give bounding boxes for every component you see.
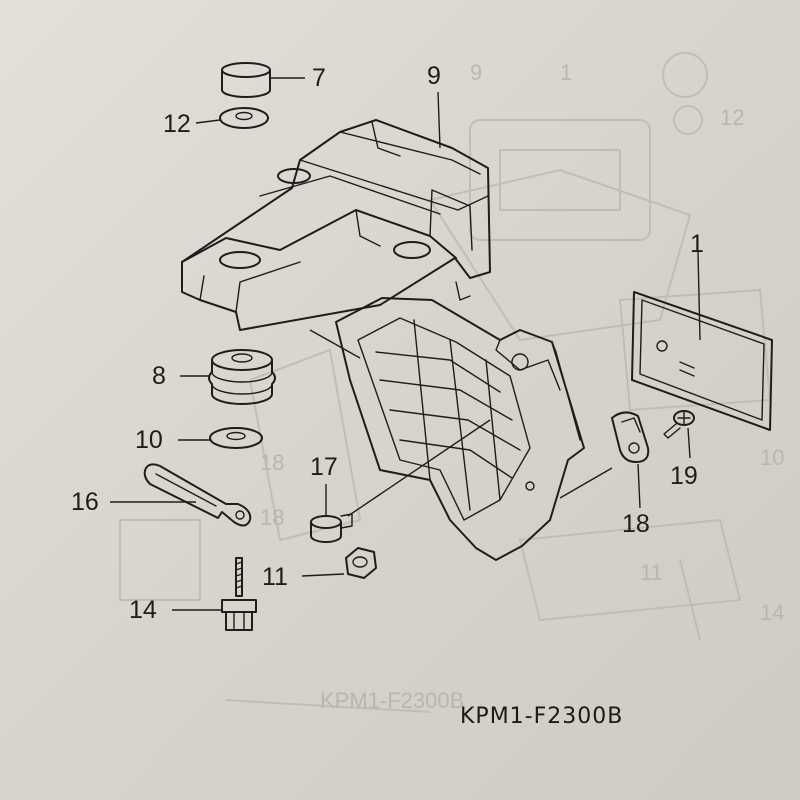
- callout-part-18: 18: [622, 510, 650, 538]
- part-17-collar-bolt: [310, 484, 353, 543]
- svg-text:14: 14: [760, 600, 784, 625]
- part-16-strap: [110, 463, 252, 527]
- callout-part-8: 8: [152, 362, 166, 390]
- svg-text:10: 10: [760, 445, 784, 470]
- svg-text:1: 1: [560, 60, 572, 85]
- svg-text:12: 12: [720, 105, 744, 130]
- callout-part-12: 12: [163, 110, 191, 138]
- callout-part-17: 17: [310, 453, 338, 481]
- svg-text:18: 18: [260, 505, 284, 530]
- callout-part-1: 1: [690, 230, 704, 258]
- part-18-clip: [611, 411, 650, 509]
- part-12-washer: [195, 107, 269, 129]
- callout-part-7: 7: [312, 64, 326, 92]
- part-8-mount: [180, 349, 276, 405]
- part-9-bracket: [181, 91, 491, 331]
- part-19-screw: [663, 410, 695, 459]
- svg-text:KPM1-F2300B: KPM1-F2300B: [320, 688, 464, 713]
- svg-text:11: 11: [640, 560, 663, 585]
- part-10-washer: [178, 427, 263, 449]
- figure-code: KPM1-F2300B: [460, 704, 624, 729]
- callout-part-10: 10: [135, 426, 163, 454]
- svg-text:18: 18: [260, 450, 284, 475]
- callout-part-11: 11: [262, 563, 288, 591]
- part-7-collar: [221, 62, 305, 98]
- callout-part-19: 19: [670, 462, 698, 490]
- part-14-bolt: [172, 557, 257, 631]
- center-casting: [309, 297, 613, 561]
- callout-part-16: 16: [71, 488, 99, 516]
- part-1-plate: [631, 251, 773, 431]
- svg-text:9: 9: [470, 60, 482, 85]
- callout-part-14: 14: [129, 596, 157, 624]
- callout-part-9: 9: [427, 62, 441, 90]
- part-11-nut: [301, 547, 377, 579]
